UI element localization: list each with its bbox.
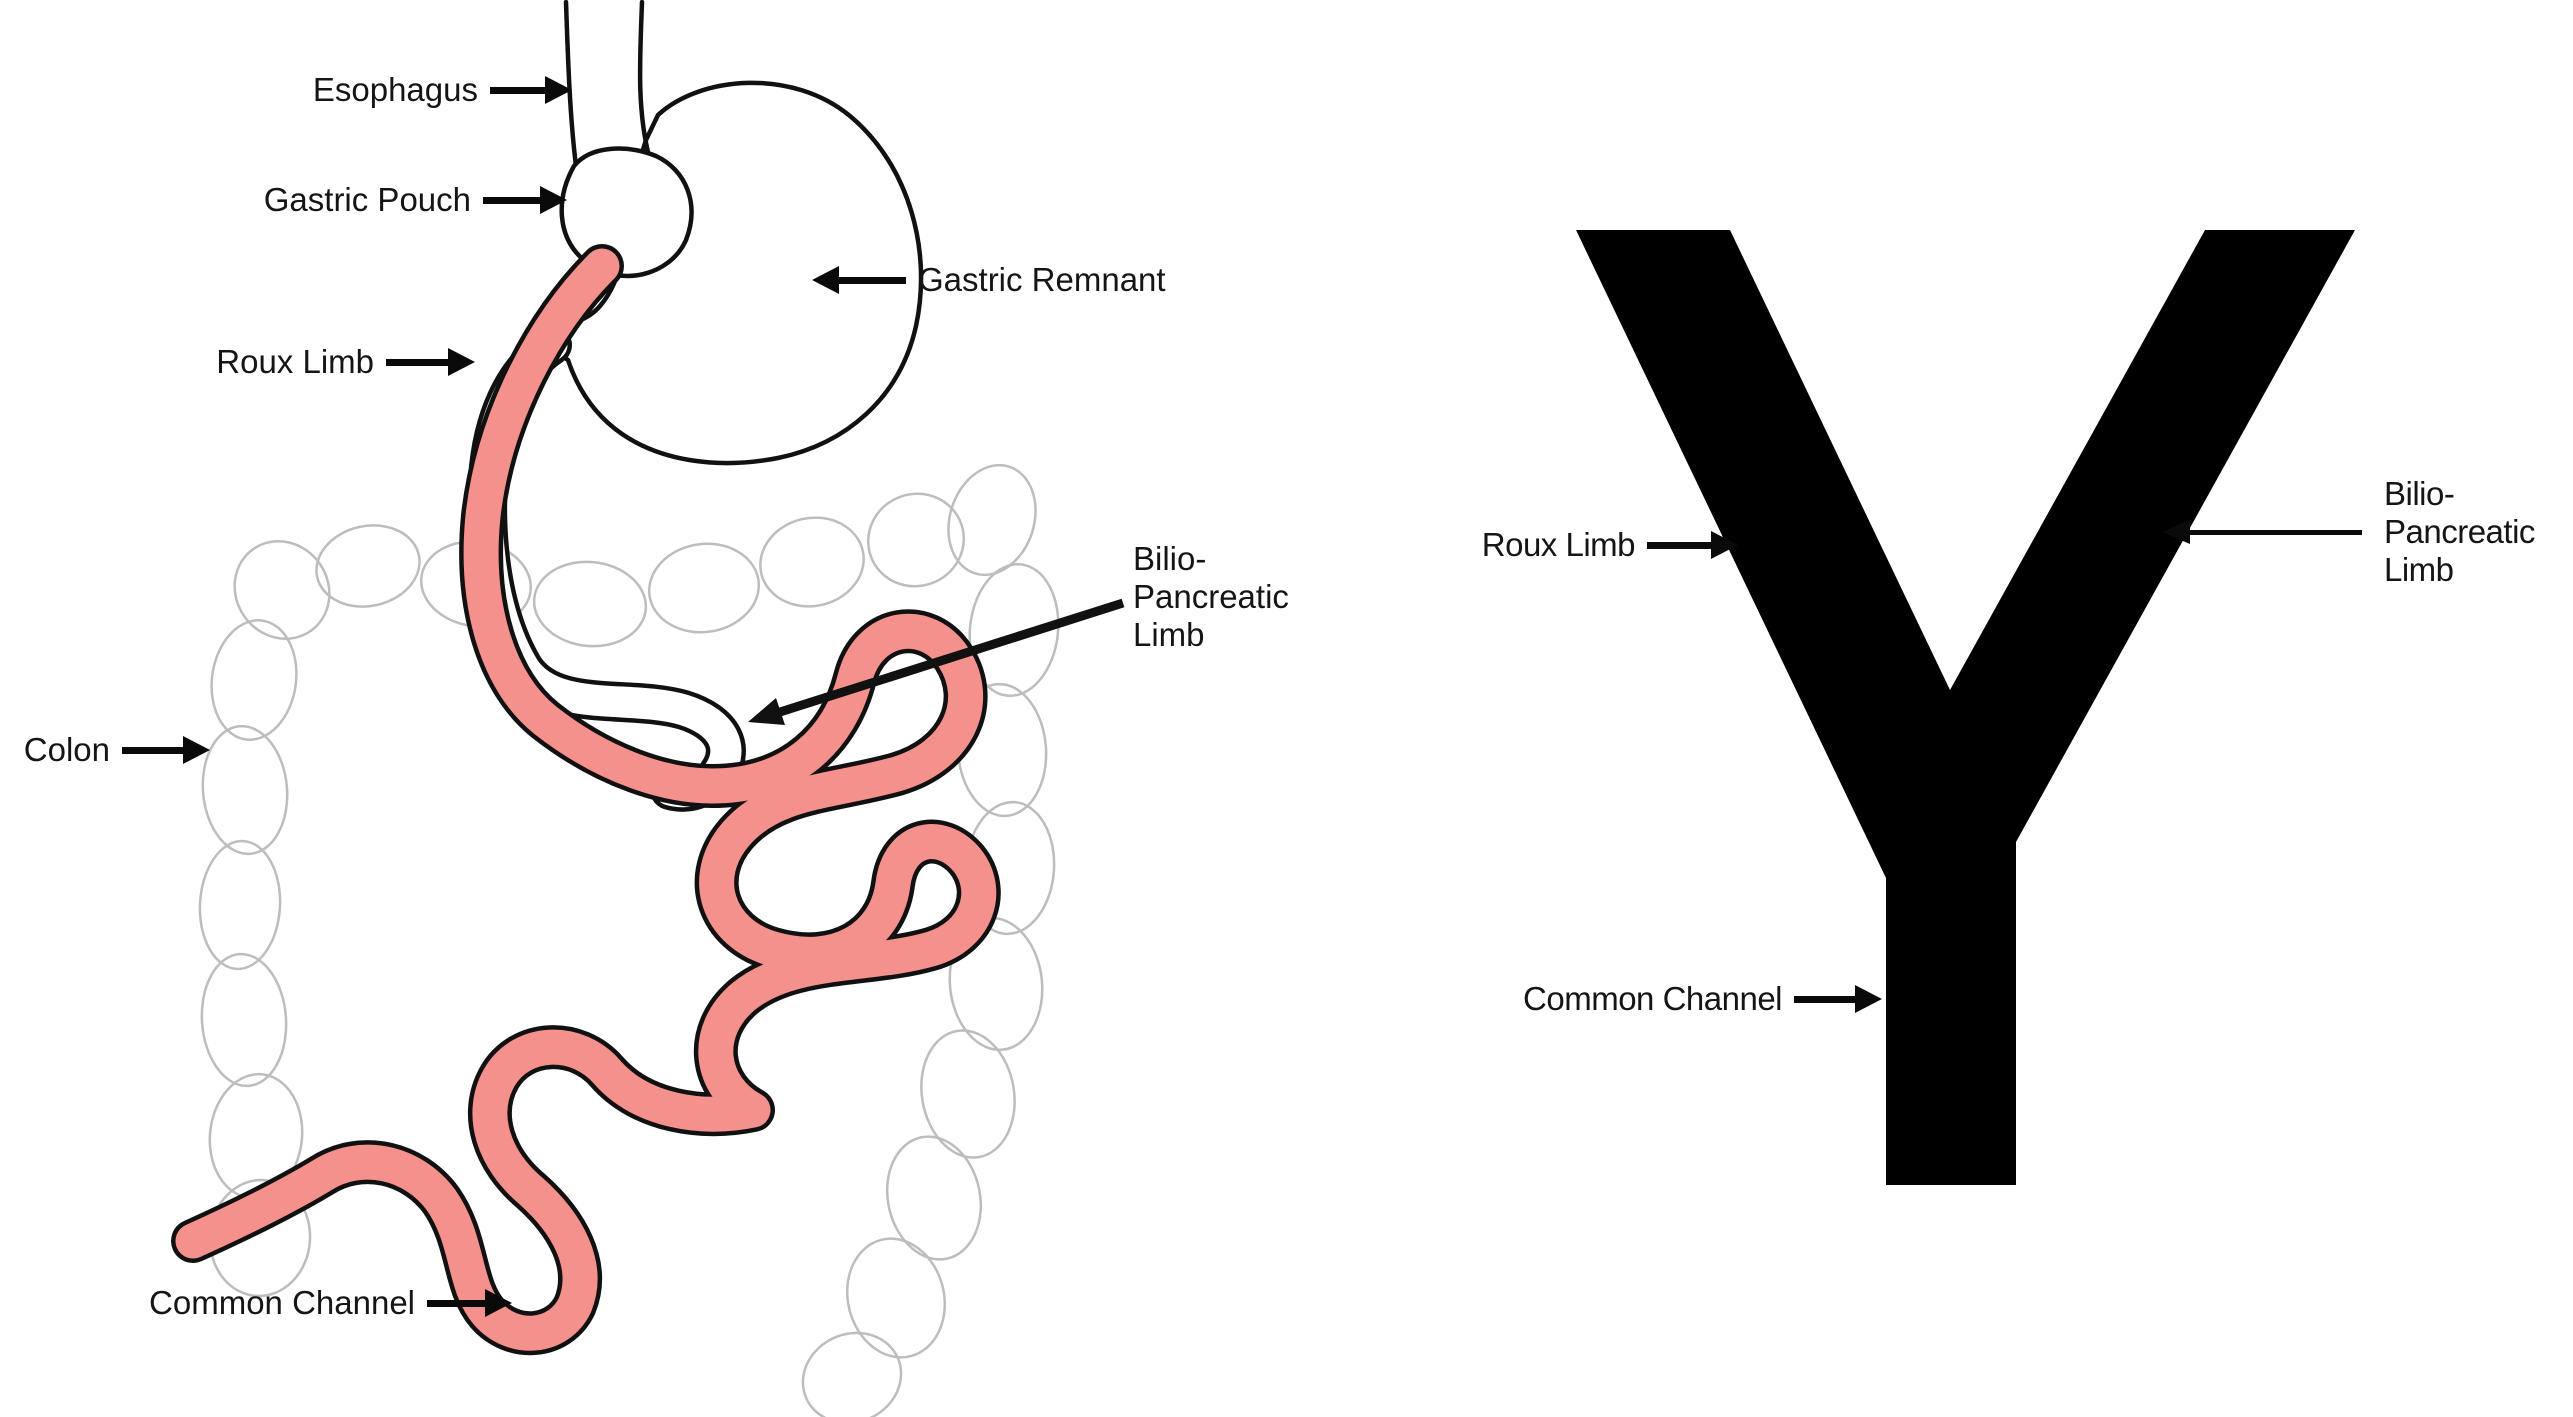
esophagus-drawing [563,0,651,169]
label-common-channel-left: Common Channel [149,1283,512,1323]
arrow-right-icon [490,76,572,104]
label-roux-limb-right: Roux Limb [1482,525,1738,565]
arrow-right-icon [122,736,210,764]
arrow-right-icon [1647,531,1738,559]
biliopancreatic-limb-label-text: Bilio- Pancreatic Limb [1133,540,1289,653]
label-roux-limb-left: Roux Limb [216,342,475,382]
label-colon: Colon [24,730,210,770]
common-channel-label-text: Common Channel [149,1284,415,1321]
arrow-right-icon [386,348,475,376]
roux-limb-common-channel-drawing [193,266,979,1333]
gastric-pouch-drawing [559,146,694,279]
biliopancreatic-arrow-icon [748,598,1125,725]
label-gastric-remnant: Gastric Remnant [812,260,1166,300]
arrow-right-icon [1794,985,1882,1013]
gastric-remnant-label-text: Gastric Remnant [918,261,1166,298]
label-biliopancreatic-limb-right: Bilio- Pancreatic Limb [2162,475,2535,589]
arrow-left-icon [812,266,906,294]
gastric-pouch-label-text: Gastric Pouch [263,181,471,218]
arrow-right-icon [427,1289,512,1317]
label-biliopancreatic-limb-left: Bilio- Pancreatic Limb [1133,540,1289,654]
esophagus-label-text: Esophagus [312,71,478,108]
biliopancreatic-limb-label-text: Bilio- Pancreatic Limb [2384,475,2535,588]
y-diagram-shape [1576,230,2355,1185]
arrow-right-icon [483,186,567,214]
label-esophagus: Esophagus [313,70,572,110]
common-channel-label-text: Common Channel [1523,980,1782,1017]
label-common-channel-right: Common Channel [1523,979,1882,1019]
roux-limb-label-text: Roux Limb [1481,526,1636,563]
colon-drawing [198,463,1060,1417]
label-gastric-pouch: Gastric Pouch [264,180,567,220]
arrow-left-icon [2162,520,2362,544]
roux-limb-label-text: Roux Limb [216,343,374,380]
colon-label-text: Colon [23,731,110,768]
